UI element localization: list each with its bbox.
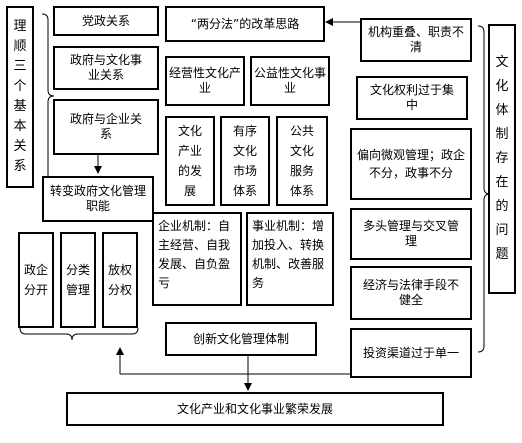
relation-label: 政府与企业关系	[69, 112, 142, 141]
function-label: 放权分权	[108, 263, 133, 297]
problem-4: 多头管理与交叉管理	[350, 208, 472, 260]
public-service-label: 公共文化服务体系	[289, 124, 314, 198]
problem-label: 机构重叠、职责不清	[367, 25, 464, 54]
problem-label: 偏向微观管理；政企不分，政事不分	[356, 148, 465, 180]
industry-label: 经营性文化产业	[169, 66, 242, 95]
problem-2: 文化权利过于集中	[356, 76, 468, 120]
final-goal-label: 文化产业和文化事业繁荣发展	[176, 401, 333, 416]
problem-6: 投资渠道过于单一	[350, 328, 472, 378]
left-title: 理顺三个基本关系	[13, 19, 27, 174]
final-goal-box: 文化产业和文化事业繁荣发展	[66, 392, 444, 426]
transform-box: 转变政府文化管理职能	[42, 176, 154, 222]
relation-gov-culture: 政府与文化事业关系	[53, 46, 159, 90]
problem-3: 偏向微观管理；政企不分，政事不分	[350, 128, 472, 200]
left-title-box: 理顺三个基本关系	[6, 6, 34, 188]
enterprise-mech-label: 企业机制：自主经营、自我发展、自负盈亏	[158, 219, 231, 290]
relation-party-gov: 党政关系	[53, 6, 159, 36]
problem-label: 经济与法律手段不健全	[362, 278, 459, 307]
problem-1: 机构重叠、职责不清	[360, 18, 472, 62]
innovate-label: 创新文化管理体制	[192, 331, 289, 346]
transform-label: 转变政府文化管理职能	[49, 184, 146, 213]
right-title-box: 文化体制存在的问题	[488, 24, 516, 294]
market-box: 有序文化市场体系	[220, 116, 270, 206]
industry-dev-label: 文化产业的发展	[177, 124, 202, 198]
relation-label: 政府与文化事业关系	[69, 53, 142, 82]
public-cause-label: 公益性文化事业	[254, 66, 327, 95]
problem-label: 文化权利过于集中	[369, 83, 454, 112]
public-service-box: 公共文化服务体系	[276, 116, 328, 206]
relation-gov-enterprise: 政府与企业关系	[53, 99, 159, 155]
problem-5: 经济与法律手段不健全	[350, 266, 472, 320]
public-cause-box: 公益性文化事业	[250, 56, 330, 106]
enterprise-mech-box: 企业机制：自主经营、自我发展、自负盈亏	[152, 212, 242, 306]
problem-label: 投资渠道过于单一	[362, 345, 459, 360]
market-label: 有序文化市场体系	[232, 124, 257, 198]
function-label: 分类管理	[66, 263, 91, 297]
industry-dev-box: 文化产业的发展	[165, 116, 215, 206]
innovate-box: 创新文化管理体制	[165, 322, 317, 356]
cause-mech-box: 事业机制：增加投入、转换机制、改善服务	[246, 212, 334, 306]
problem-label: 多头管理与交叉管理	[362, 219, 459, 248]
function-separate: 政企分开	[18, 232, 54, 328]
functions-brace	[19, 327, 139, 341]
function-classify: 分类管理	[60, 232, 96, 328]
industry-box: 经营性文化产业	[165, 56, 245, 106]
cause-mech-label: 事业机制：增加投入、转换机制、改善服务	[252, 219, 325, 290]
right-title: 文化体制存在的问题	[495, 55, 509, 262]
function-decentralize: 放权分权	[102, 232, 138, 328]
function-label: 政企分开	[24, 263, 49, 297]
relation-label: 党政关系	[81, 13, 130, 28]
two-method-label: “两分法”的改革思路	[190, 16, 300, 31]
two-method-box: “两分法”的改革思路	[165, 6, 325, 42]
